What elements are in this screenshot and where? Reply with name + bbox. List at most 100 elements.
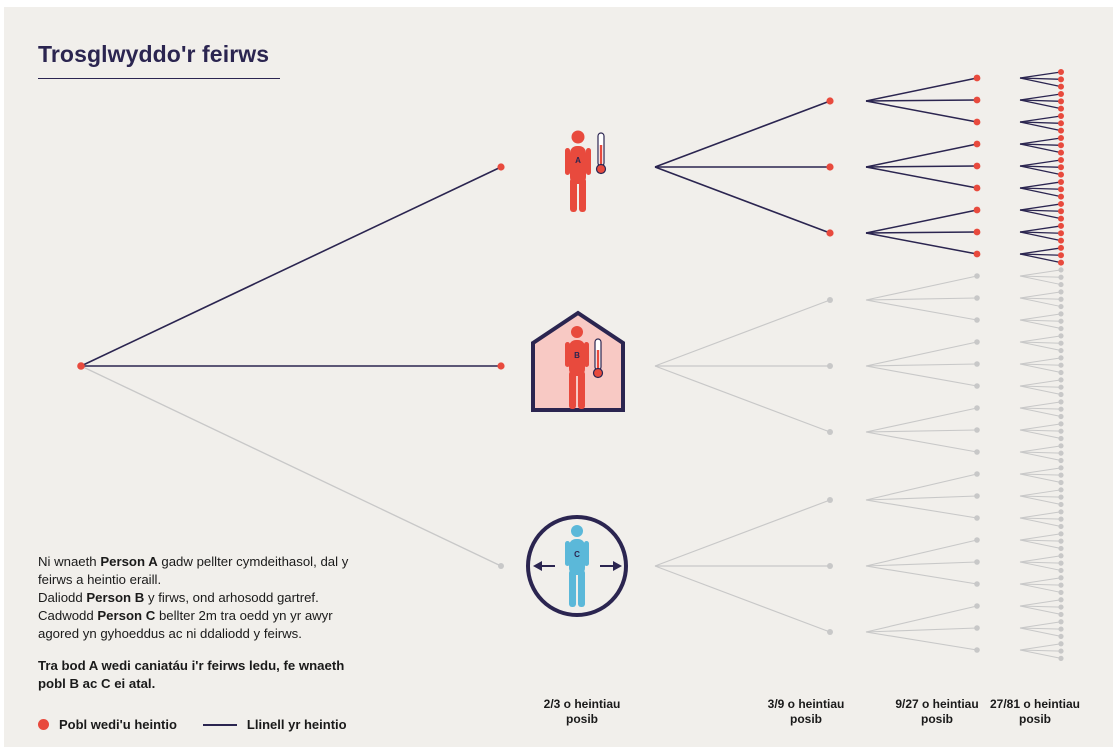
infection-edge bbox=[1019, 489, 1062, 497]
person-node bbox=[1058, 443, 1064, 449]
person-node bbox=[1058, 244, 1064, 251]
infection-edge bbox=[1019, 143, 1062, 146]
description-line: Daliodd Person B y firws, ond arhosodd g… bbox=[38, 590, 319, 605]
person-node bbox=[1058, 208, 1064, 215]
infection-edge bbox=[865, 209, 978, 234]
person-node bbox=[974, 515, 980, 521]
distance-circle-icon bbox=[526, 515, 628, 617]
title-underline bbox=[38, 78, 280, 79]
description-line: agored yn gyhoeddus ac ni ddaliodd y fei… bbox=[38, 626, 302, 641]
person-a-label: A bbox=[575, 156, 581, 165]
person-node bbox=[1058, 626, 1064, 632]
infection-edge bbox=[865, 365, 978, 387]
infection-edge bbox=[865, 297, 978, 301]
person-node bbox=[1058, 164, 1064, 171]
person-node bbox=[1058, 641, 1064, 647]
infection-edge bbox=[865, 165, 978, 168]
person-node bbox=[1058, 259, 1064, 266]
infection-edge bbox=[865, 275, 978, 301]
person-node bbox=[1058, 648, 1064, 654]
person-node bbox=[1058, 98, 1064, 105]
person-node bbox=[1058, 450, 1064, 456]
infection-edge bbox=[1019, 93, 1062, 101]
person-node bbox=[1058, 193, 1064, 200]
person-node bbox=[1058, 362, 1064, 368]
arrow-right-icon bbox=[600, 561, 622, 571]
infection-edge bbox=[1019, 319, 1062, 322]
infection-edge bbox=[1019, 473, 1062, 476]
infection-edge bbox=[654, 565, 831, 633]
infection-edge bbox=[1019, 275, 1062, 286]
infection-edge bbox=[1019, 225, 1062, 233]
infection-edge bbox=[1019, 253, 1062, 264]
infection-edge bbox=[1019, 209, 1062, 220]
person-node bbox=[1058, 156, 1064, 163]
infection-edge bbox=[1019, 621, 1062, 629]
infection-edge bbox=[1019, 561, 1062, 571]
infection-edge bbox=[654, 499, 831, 567]
person-node bbox=[1058, 120, 1064, 127]
person-node bbox=[1058, 171, 1064, 178]
description: Ni wnaeth Person A gadw pellter cymdeith… bbox=[38, 553, 408, 643]
infection-edge bbox=[1019, 275, 1062, 278]
person-node bbox=[974, 383, 980, 389]
infection-edge bbox=[1019, 495, 1062, 498]
person-node bbox=[974, 471, 980, 477]
person-node bbox=[974, 427, 980, 433]
infection-edge bbox=[1019, 385, 1062, 388]
infection-edge bbox=[1019, 247, 1062, 255]
legend: Pobl wedi'u heintio Llinell yr heintio bbox=[38, 717, 347, 732]
infection-line-icon bbox=[202, 723, 237, 726]
infection-edge bbox=[1019, 407, 1062, 417]
person-node bbox=[974, 537, 980, 543]
infection-edge bbox=[1019, 121, 1062, 124]
person-node bbox=[1058, 487, 1064, 493]
person-node bbox=[1058, 340, 1064, 346]
infection-edge bbox=[1019, 143, 1062, 154]
infection-edge bbox=[1019, 77, 1062, 88]
person-node bbox=[1058, 76, 1064, 83]
person-c-figure: C bbox=[565, 525, 589, 607]
person-node bbox=[1058, 589, 1064, 596]
infection-edge bbox=[1019, 363, 1062, 366]
infection-edge bbox=[865, 539, 978, 567]
person-node bbox=[1058, 83, 1064, 90]
person-node bbox=[974, 317, 980, 323]
origin-node bbox=[77, 362, 85, 370]
infection-edge bbox=[1019, 423, 1062, 431]
infection-edge bbox=[654, 299, 831, 367]
infection-edge bbox=[1019, 99, 1062, 110]
infection-edge bbox=[1019, 297, 1062, 308]
person-node bbox=[1058, 457, 1064, 464]
infection-edge bbox=[865, 341, 978, 367]
person-node bbox=[974, 361, 980, 367]
infection-edge bbox=[1019, 181, 1062, 189]
infection-edge bbox=[1019, 121, 1062, 132]
person-node bbox=[1058, 311, 1064, 317]
infection-edge bbox=[1019, 605, 1062, 608]
infection-edge bbox=[1019, 511, 1062, 519]
person-node bbox=[1058, 355, 1064, 361]
infection-edge bbox=[865, 627, 978, 633]
infection-edge bbox=[1019, 451, 1062, 461]
person-node bbox=[1058, 560, 1064, 566]
person-node bbox=[1058, 465, 1064, 471]
infection-edge bbox=[1019, 335, 1062, 343]
person-node bbox=[974, 405, 980, 411]
person-node bbox=[1058, 523, 1064, 530]
infection-edge bbox=[1019, 363, 1062, 374]
infection-edge bbox=[1019, 517, 1062, 527]
person-node bbox=[1058, 428, 1064, 434]
description-line: feirws a heintio eraill. bbox=[38, 572, 162, 587]
description-line: Cadwodd Person C bellter 2m tra oedd yn … bbox=[38, 608, 333, 623]
person-node bbox=[827, 429, 833, 435]
person-node bbox=[973, 140, 981, 148]
person-node bbox=[1058, 186, 1064, 193]
person-node bbox=[1058, 413, 1064, 420]
infection-edge bbox=[865, 143, 978, 168]
infection-edge bbox=[1019, 99, 1062, 102]
person-node bbox=[497, 163, 505, 171]
person-node bbox=[1058, 553, 1064, 559]
